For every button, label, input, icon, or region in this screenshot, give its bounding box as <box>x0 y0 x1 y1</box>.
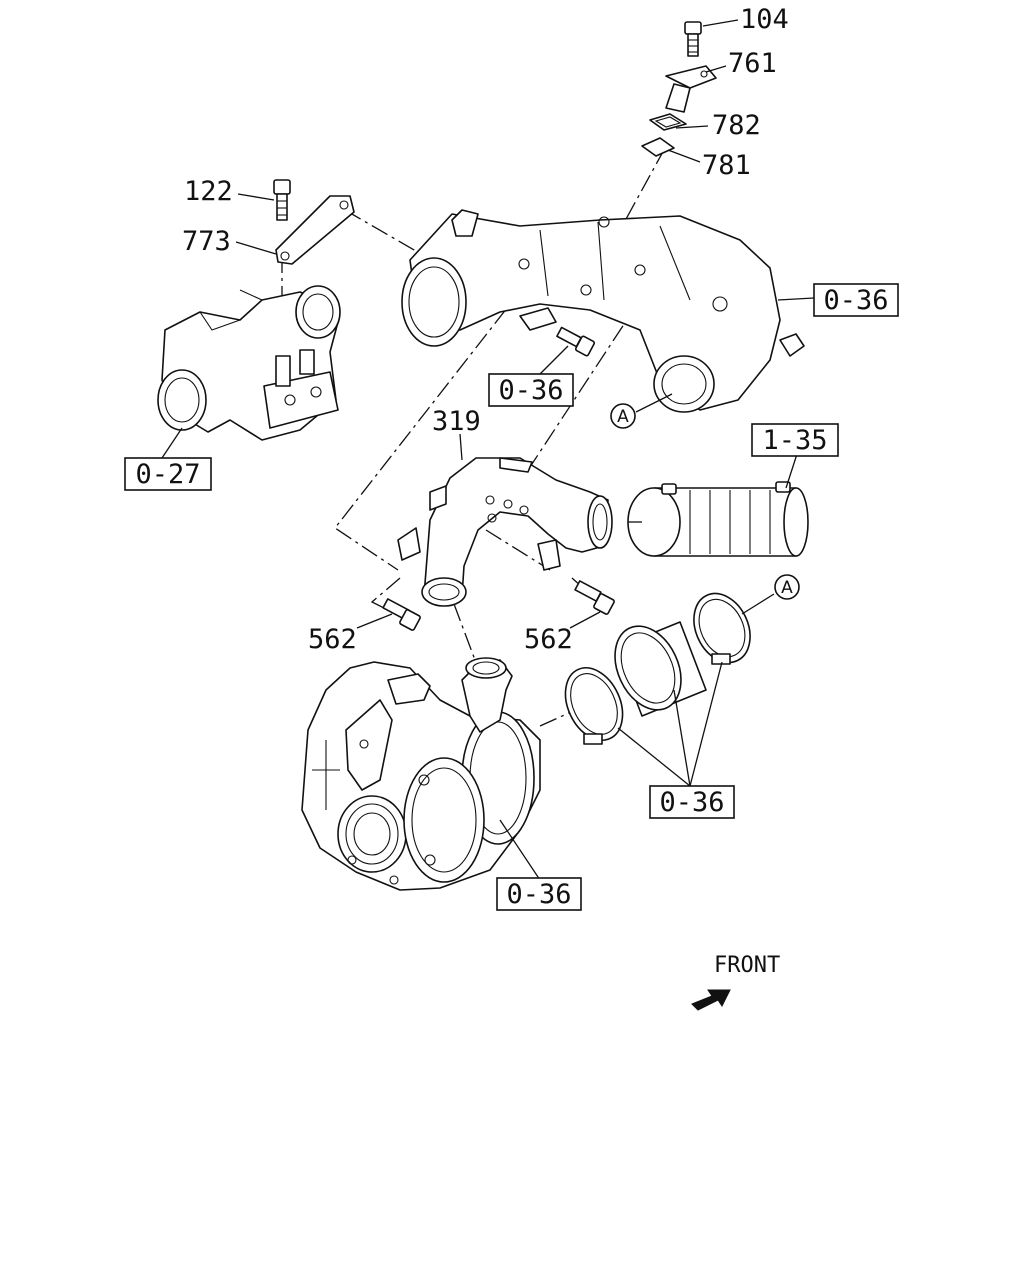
leader-lines <box>161 19 815 881</box>
part-label-782: 782 <box>712 110 761 141</box>
ref-label-throttle: 0-27 <box>135 459 200 490</box>
front-label: FRONT <box>714 953 780 978</box>
part-label-122: 122 <box>184 176 233 207</box>
marker-a-manifold: A <box>610 403 636 429</box>
ref-box-manifold <box>813 283 899 317</box>
part-label-562-right: 562 <box>524 624 573 655</box>
part-label-761: 761 <box>728 48 777 79</box>
ref-box-clamps <box>649 785 735 819</box>
reference-boxes: 0-36 0-36 0-27 1-35 0-36 0-36 <box>124 283 899 911</box>
marker-a-clamp-label: A <box>781 578 793 598</box>
intake-manifold <box>401 209 805 413</box>
front-indicator: FRONT <box>691 953 780 1011</box>
ref-box-bolt <box>488 373 574 407</box>
clamp-right <box>693 592 751 665</box>
sleeve <box>614 621 707 717</box>
manifold-bolt <box>556 326 596 357</box>
gasket-781 <box>641 137 675 157</box>
ref-label-manifold: 0-36 <box>823 285 888 316</box>
hose <box>627 481 809 557</box>
ref-label-turbo: 0-36 <box>506 879 571 910</box>
sensor-bolt-104 <box>684 21 702 57</box>
marker-a-manifold-label: A <box>617 407 629 427</box>
bolt-562-left <box>382 598 421 631</box>
part-label-319: 319 <box>432 406 481 437</box>
gasket-782 <box>649 113 687 131</box>
ref-box-throttle <box>124 457 212 491</box>
turbocharger <box>301 657 541 891</box>
clamp-left <box>564 667 624 745</box>
ref-label-bolt: 0-36 <box>498 375 563 406</box>
front-arrow-icon <box>691 989 731 1011</box>
bolt-122 <box>273 179 291 221</box>
assembly-lines <box>281 147 666 727</box>
air-duct-319 <box>397 457 613 607</box>
bracket-773 <box>275 195 355 265</box>
part-label-781: 781 <box>702 150 751 181</box>
ref-box-turbo <box>496 877 582 911</box>
ref-box-hose <box>751 423 839 457</box>
sensor-761 <box>665 65 717 113</box>
part-label-562-left: 562 <box>308 624 357 655</box>
part-labels: 104 761 782 781 122 773 319 562 562 <box>182 4 789 655</box>
ref-label-hose: 1-35 <box>762 425 827 456</box>
part-label-104: 104 <box>740 4 789 35</box>
bolt-562-right <box>574 580 615 615</box>
ref-label-clamps: 0-36 <box>659 787 724 818</box>
throttle-body <box>157 285 341 441</box>
marker-a-clamp: A <box>774 574 800 600</box>
part-label-773: 773 <box>182 226 231 257</box>
